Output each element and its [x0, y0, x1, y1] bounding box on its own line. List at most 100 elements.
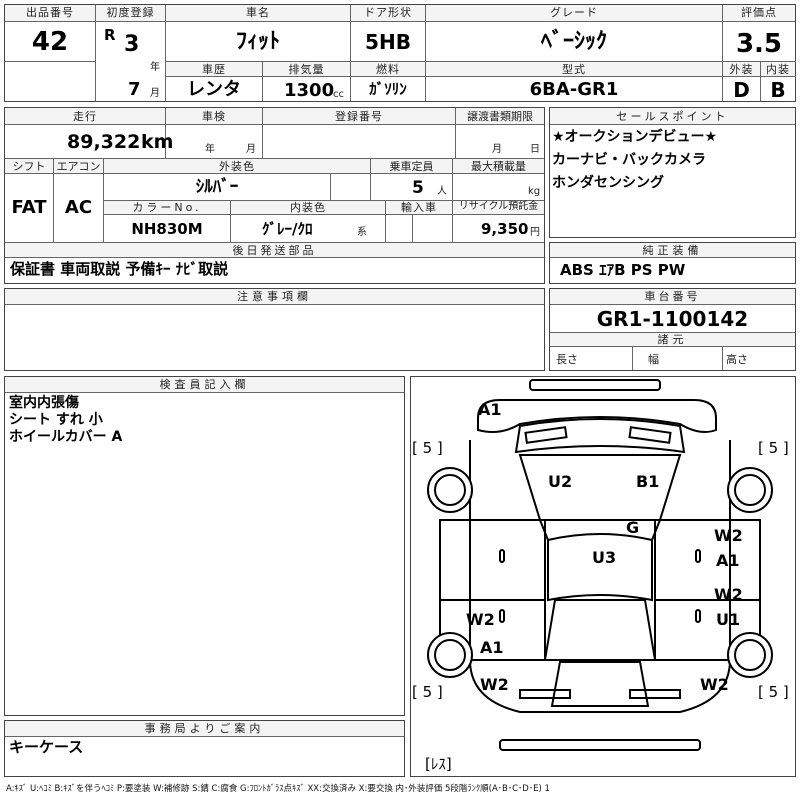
damage-mark-right-front-2: A1: [716, 551, 740, 570]
interior-grade: B: [770, 78, 786, 102]
office-note: キーケース: [9, 738, 84, 756]
tire-tread-rear-left: [ 5 ]: [412, 683, 443, 701]
chassis-number-label: 車台番号: [644, 290, 701, 303]
aircon: AC: [64, 197, 93, 218]
sales-point-label: セールスポイント: [616, 110, 729, 123]
equipment: ABS ｴｱB PS PW: [560, 261, 686, 279]
inspector-note-3: ホイールカバー A: [9, 429, 123, 445]
length-label: 長さ: [556, 353, 578, 366]
mileage-label: 走行: [73, 110, 97, 123]
grade-label: グレード: [550, 6, 598, 19]
interior-color: ｸﾞﾚｰ/ｸﾛ: [262, 220, 313, 238]
spec-label: 諸元: [657, 333, 688, 346]
aircon-label: エアコン: [56, 160, 101, 173]
office-label: 事務局よりご案内: [144, 722, 265, 735]
grade: ﾍﾞｰｼｯｸ: [540, 29, 607, 54]
damage-mark-right-rear-quarter: W2: [700, 675, 729, 694]
lot-number: 42: [31, 27, 69, 57]
height-label: 高さ: [726, 353, 748, 366]
year-unit: 年: [150, 62, 160, 73]
later-parts: 保証書 車両取説 予備ｷｰ ﾅﾋﾞ取説: [10, 260, 229, 278]
inspector-note-2: シート すれ 小: [9, 412, 103, 428]
shift-label: シフト: [12, 160, 46, 173]
damage-mark-right-front-1: W2: [714, 526, 743, 545]
transfer-deadline-label: 譲渡書類期限: [467, 110, 533, 123]
damage-mark-right-rear-2: U1: [716, 610, 741, 629]
displacement: 1300: [284, 80, 335, 101]
mileage: 89,322: [67, 131, 141, 153]
damage-mark-left-rear-fender: A1: [480, 638, 504, 657]
month-unit: 月: [150, 88, 160, 99]
interior-color-unit: 系: [357, 227, 367, 238]
inspection-year-unit: 年: [205, 144, 215, 155]
inspection-label: 車検: [202, 110, 226, 123]
caution-label: 注意事項欄: [237, 290, 312, 303]
capacity: 5: [412, 178, 424, 198]
capacity-label: 乗車定員: [389, 160, 434, 173]
car-name-label: 車名: [246, 6, 270, 19]
damage-diagram-panel: [410, 376, 796, 777]
spare-tire-label: [ﾚｽ]: [425, 755, 452, 773]
score: 3.5: [735, 29, 783, 59]
damage-mark-windshield: U2: [548, 472, 573, 491]
max-load-label: 最大積載量: [471, 160, 526, 173]
history-label: 車歴: [202, 63, 226, 76]
interior-color-label: 内装色: [290, 201, 326, 214]
displacement-label: 排気量: [288, 63, 325, 76]
inspector-note-1: 室内内張傷: [9, 395, 79, 411]
lot-number-label: 出品番号: [26, 6, 74, 19]
mileage-unit: km: [141, 131, 174, 153]
history: レンタ: [187, 79, 241, 100]
transfer-day-unit: 日: [530, 144, 540, 155]
inspector-label: 検査員記入欄: [159, 378, 250, 391]
recycle-deposit-label: リサイクル預託金: [458, 201, 539, 212]
fuel: ｶﾞｿﾘﾝ: [369, 80, 407, 98]
model-code: 6BA-GR1: [529, 79, 619, 100]
car-name: ﾌｨｯﾄ: [235, 29, 280, 54]
capacity-unit: 人: [437, 186, 447, 197]
damage-mark-left-rear-door: W2: [466, 610, 495, 629]
tire-tread-front-right: [ 5 ]: [758, 439, 789, 457]
sales-point-panel: [549, 107, 796, 238]
recycle-deposit: 9,350: [481, 220, 529, 238]
first-registration-label: 初度登録: [106, 6, 155, 19]
exterior-color-label: 外装色: [219, 160, 255, 173]
transfer-month-unit: 月: [492, 144, 502, 155]
damage-mark-front-bumper: A1: [478, 400, 502, 419]
max-load-unit: kg: [528, 186, 541, 197]
fuel-label: 燃料: [376, 63, 400, 76]
legend: A:ｷｽﾞ U:ﾍｺﾐ B:ｷｽﾞを伴うﾍｺﾐ P:要塗装 W:補修跡 S:錆 …: [6, 784, 550, 794]
exterior-grade: D: [733, 78, 750, 102]
sales-point-2: カーナビ・バックカメラ: [552, 152, 706, 168]
damage-mark-left-rear-quarter: W2: [480, 675, 509, 694]
tire-tread-rear-right: [ 5 ]: [758, 683, 789, 701]
color-number: NH830M: [131, 220, 203, 238]
width-label: 幅: [648, 353, 659, 366]
equipment-label: 純正装備: [642, 244, 703, 257]
registration-month: 7: [128, 79, 141, 100]
registration-year: 3: [124, 32, 140, 57]
damage-mark-roof-front: B1: [636, 472, 660, 491]
interior-grade-label: 内装: [766, 63, 790, 76]
inspection-month-unit: 月: [246, 144, 256, 155]
damage-mark-roof: U3: [592, 548, 617, 567]
exterior-grade-label: 外装: [729, 63, 754, 76]
displacement-unit: cc: [333, 89, 344, 100]
score-label: 評価点: [741, 6, 777, 19]
recycle-deposit-unit: 円: [530, 227, 540, 238]
model-label: 型式: [562, 63, 586, 76]
shift: FAT: [11, 197, 47, 218]
era-mark: R: [104, 26, 116, 44]
later-parts-label: 後日発送部品: [232, 244, 317, 257]
import-label: 輸入車: [401, 201, 437, 214]
door-type-label: ドア形状: [364, 6, 412, 19]
door-type: 5HB: [365, 30, 411, 54]
damage-mark-right-rear-1: W2: [714, 585, 743, 604]
damage-mark-roof-mid: G: [626, 518, 640, 537]
sales-point-3: ホンダセンシング: [552, 175, 664, 191]
tire-tread-front-left: [ 5 ]: [412, 439, 443, 457]
sales-point-1: ★オークションデビュー★: [552, 129, 718, 145]
chassis-number: GR1-1100142: [596, 307, 749, 331]
color-number-label: カラーNo.: [132, 201, 202, 214]
inspector-panel: [4, 376, 405, 716]
